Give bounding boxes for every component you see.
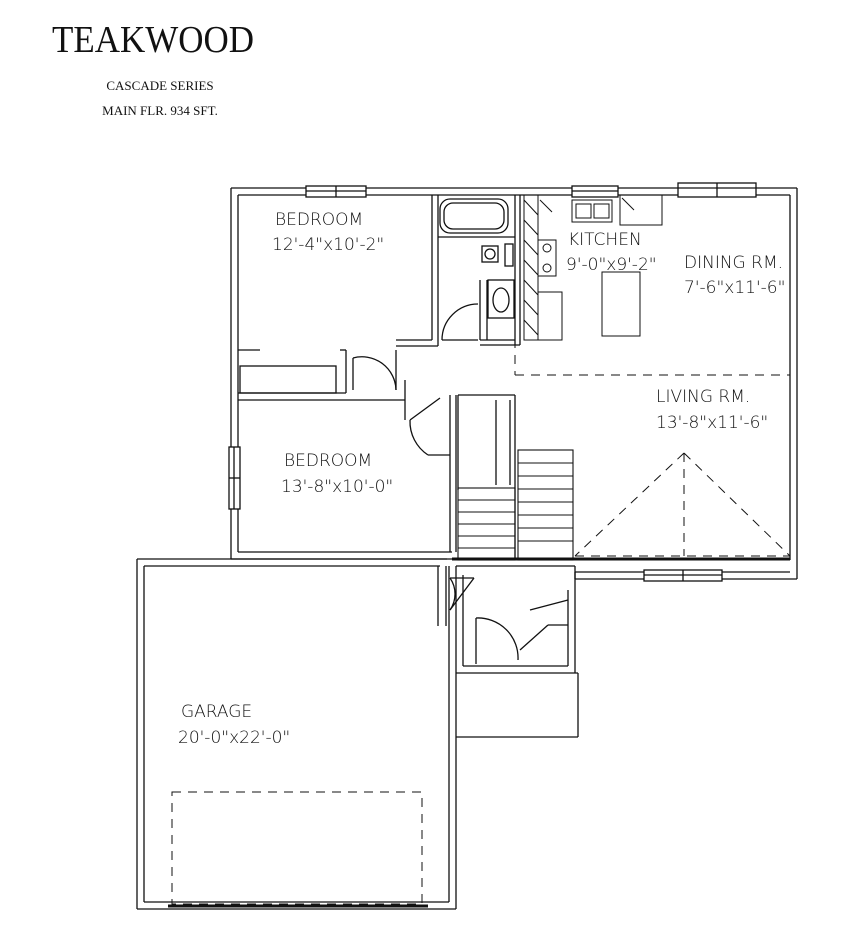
doors bbox=[352, 303, 569, 664]
dashed-lines bbox=[171, 195, 791, 905]
plan-area: MAIN FLR. 934 SFT. bbox=[102, 103, 218, 118]
dining-dims: 7'-6"x11'-6" bbox=[684, 278, 785, 298]
windows bbox=[228, 182, 757, 582]
plan-series: CASCADE SERIES bbox=[106, 78, 214, 93]
interior-walls bbox=[231, 195, 521, 560]
dining-name: DINING RM. bbox=[684, 253, 783, 273]
stairs bbox=[452, 449, 790, 561]
kitchen-cabinets bbox=[523, 194, 663, 341]
bedroom1-name: BEDROOM bbox=[275, 210, 363, 230]
living-name: LIVING RM. bbox=[656, 387, 750, 407]
bedroom2-name: BEDROOM bbox=[284, 451, 372, 471]
bath-fixtures bbox=[439, 198, 515, 319]
bedroom2-dims: 13'-8"x10'-0" bbox=[281, 477, 393, 497]
plan-title: TEAKWOOD bbox=[52, 19, 254, 61]
garage-name: GARAGE bbox=[181, 702, 252, 722]
kitchen-dims: 9'-0"x9'-2" bbox=[566, 255, 657, 275]
bedroom1-dims: 12'-4"x10'-2" bbox=[272, 235, 384, 255]
garage-dims: 20'-0"x22'-0" bbox=[178, 728, 290, 748]
kitchen-name: KITCHEN bbox=[568, 230, 642, 250]
living-dims: 13'-8"x11'-6" bbox=[656, 413, 768, 433]
